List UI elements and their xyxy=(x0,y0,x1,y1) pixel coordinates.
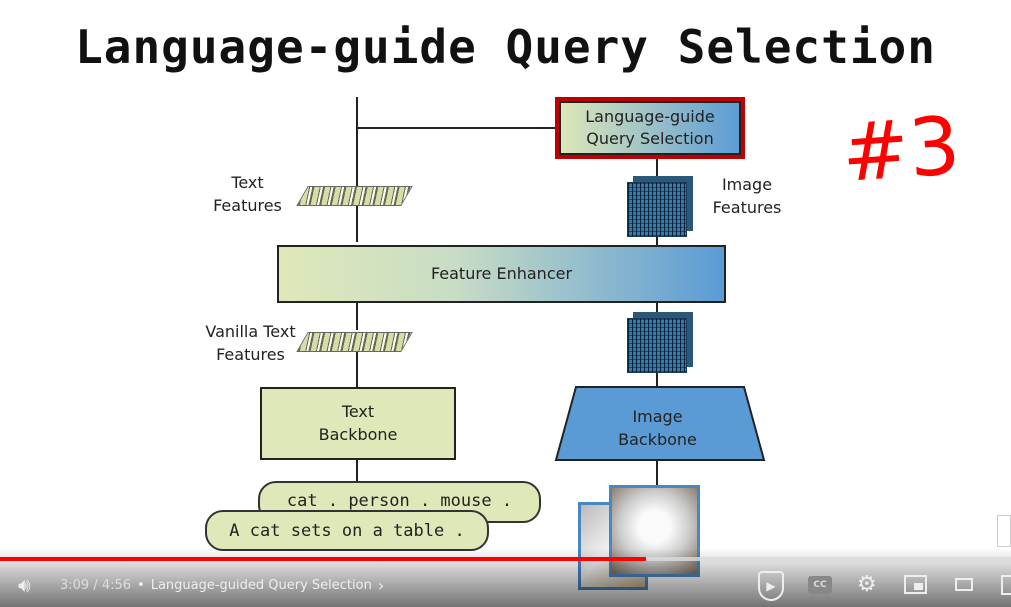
video-info-row: 3:09 / 4:56 • Language-guided Query Sele… xyxy=(60,576,384,595)
prompt-sentence-text: A cat sets on a table . xyxy=(229,521,465,541)
arrow xyxy=(656,158,658,180)
lqs-box: Language-guide Query Selection xyxy=(555,97,745,159)
text-features-label: Text Features xyxy=(213,173,282,216)
shield-play-icon[interactable]: ▶ xyxy=(758,571,784,601)
theater-mode-button[interactable] xyxy=(955,578,973,591)
vanilla-text-features-label: Vanilla Text Features xyxy=(205,322,296,365)
volume-icon[interactable]: 🔊︎ xyxy=(18,573,31,597)
chapter-title-button[interactable]: Language-guided Query Selection xyxy=(150,578,372,593)
text-backbone-box: Text Backbone xyxy=(260,387,456,460)
arrow xyxy=(656,367,658,387)
text-features-icon xyxy=(296,186,413,206)
slide-title: Language-guide Query Selection xyxy=(75,20,936,74)
lqs-label: Language-guide Query Selection xyxy=(585,106,715,148)
arrow xyxy=(356,302,358,330)
fullscreen-button[interactable] xyxy=(1001,575,1011,595)
chevron-right-icon[interactable]: › xyxy=(377,576,385,595)
arrow xyxy=(356,460,358,482)
prompt-categories-text: cat . person . mouse . xyxy=(286,491,513,511)
image-backbone-text: Image Backbone xyxy=(618,407,697,450)
arrow xyxy=(656,302,658,316)
image-features-cube-icon xyxy=(627,182,687,237)
image-features-label: Image Features xyxy=(712,175,782,218)
image-backbone-label: Image Backbone xyxy=(600,405,715,451)
prompt-sentence-pill: A cat sets on a table . xyxy=(205,510,489,551)
side-widget xyxy=(997,515,1011,547)
time-display: 3:09 / 4:56 xyxy=(60,578,132,593)
progress-played xyxy=(0,557,647,561)
arrow xyxy=(656,235,658,245)
image-backbone-shape xyxy=(554,386,766,461)
miniplayer-button[interactable] xyxy=(904,575,927,594)
connector-line xyxy=(357,127,555,129)
connector-line xyxy=(356,97,358,242)
captions-button[interactable]: CC xyxy=(808,576,832,594)
text-backbone-label: Text Backbone xyxy=(318,402,398,444)
handwritten-annotation: #3 xyxy=(838,99,964,201)
chapter-dot: • xyxy=(137,578,145,593)
feature-enhancer-box: Feature Enhancer xyxy=(277,245,726,303)
vanilla-text-features-icon xyxy=(296,332,413,352)
arrow xyxy=(656,460,658,485)
settings-gear-icon[interactable]: ⚙ xyxy=(857,572,877,597)
vanilla-image-features-cube-icon xyxy=(627,318,687,373)
arrow xyxy=(356,352,358,387)
